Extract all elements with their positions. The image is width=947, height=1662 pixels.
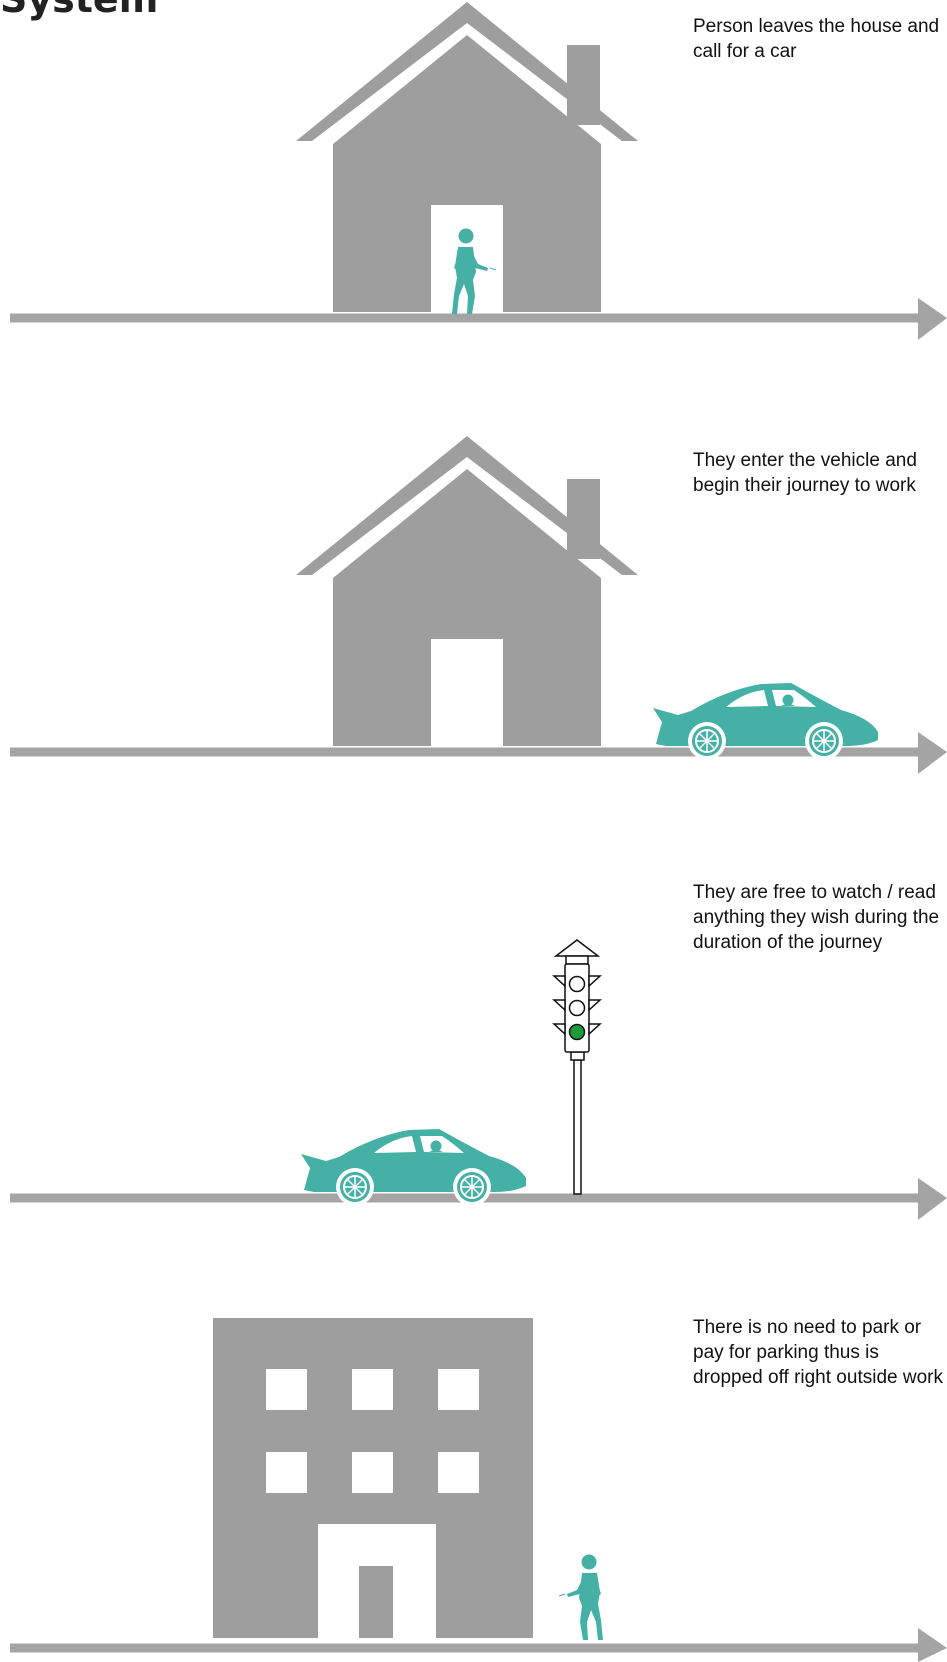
- step-4-caption: There is no need to park or pay for park…: [693, 1315, 943, 1390]
- page-title-fragment: System: [0, 0, 158, 18]
- arrow-head-icon: [918, 1178, 947, 1220]
- arrow-head-icon: [918, 732, 947, 774]
- arrow-head-icon: [918, 298, 947, 340]
- arrow-head-icon: [918, 1628, 947, 1662]
- step-3-scene: [10, 940, 947, 1220]
- office-building-icon: [213, 1318, 533, 1638]
- house-icon: [296, 436, 638, 746]
- step-1-caption: Person leaves the house and call for a c…: [693, 14, 943, 64]
- step-2-caption: They enter the vehicle and begin their j…: [693, 448, 943, 498]
- traffic-light-icon: [554, 940, 600, 1194]
- step-3-caption: They are free to watch / read anything t…: [693, 880, 943, 955]
- person-icon: [559, 1555, 603, 1641]
